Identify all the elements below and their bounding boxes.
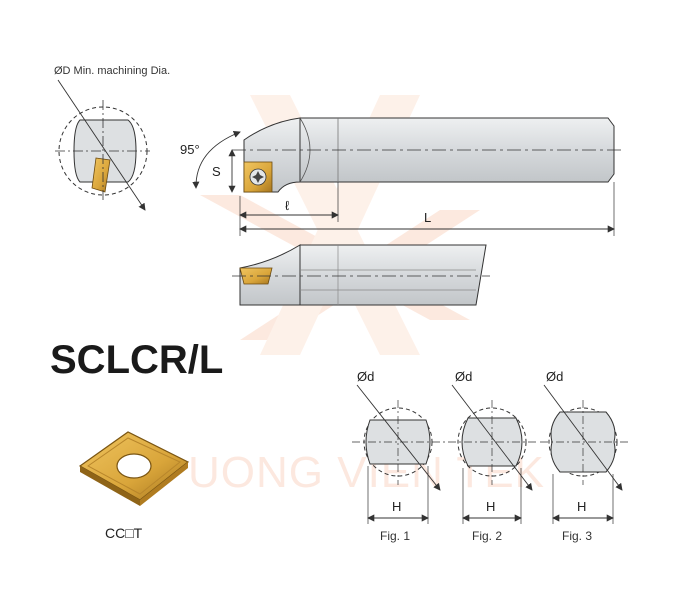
shank-top	[299, 244, 487, 306]
torx-star-icon	[252, 171, 264, 183]
fig3-caption: Fig. 3	[562, 529, 592, 543]
insert-code-label: CC□T	[105, 525, 143, 541]
end-view: ØD Min. machining Dia.	[54, 65, 170, 211]
fig2-outer-circle	[457, 407, 527, 477]
fig-1: Ød H Fig. 1	[352, 369, 445, 543]
fig-2: Ød H Fig. 2	[448, 369, 538, 543]
insert-illustration	[78, 431, 190, 506]
fig2-caption: Fig. 2	[472, 529, 502, 543]
angle-label: 95°	[180, 142, 200, 157]
fig1-od-label: Ød	[357, 369, 374, 384]
fig2-od-label: Ød	[455, 369, 472, 384]
fig1-caption: Fig. 1	[380, 529, 410, 543]
angle-arc	[192, 130, 241, 189]
l-small-label: ℓ	[285, 198, 290, 213]
fig3-od-label: Ød	[546, 369, 563, 384]
fig-3: Ød H Fig. 3	[540, 369, 628, 543]
insert-top	[239, 267, 273, 285]
insert-hole	[116, 453, 152, 479]
top-view	[232, 244, 490, 306]
dia-leader	[57, 79, 146, 211]
insert-end-view	[91, 157, 111, 193]
product-title: SCLCR/L	[50, 338, 224, 382]
side-view: 95° S ℓ L	[180, 117, 625, 236]
fig3-h-label: H	[577, 499, 586, 514]
min-machining-dia-label: ØD Min. machining Dia.	[54, 65, 170, 77]
insert-side-face-2	[140, 462, 188, 506]
fig1-h-label: H	[392, 499, 401, 514]
fig2-h-label: H	[486, 499, 495, 514]
s-label: S	[212, 164, 221, 179]
insert-chipbreaker	[87, 437, 181, 495]
L-big-label: L	[424, 210, 431, 225]
fig1-section	[365, 419, 431, 465]
insert-side-face	[80, 466, 140, 506]
